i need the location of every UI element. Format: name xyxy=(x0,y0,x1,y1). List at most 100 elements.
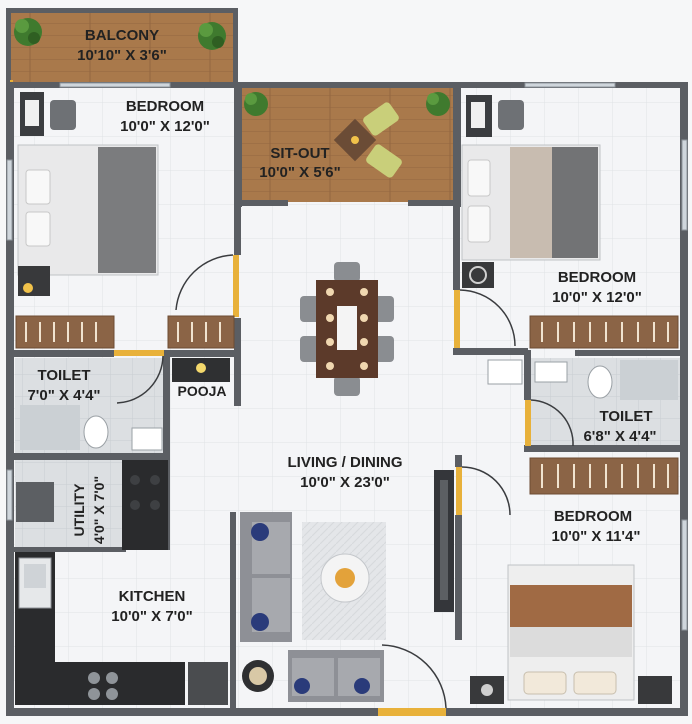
plant-icon xyxy=(14,18,42,46)
lamp-icon xyxy=(481,684,493,696)
living-name: LIVING / DINING xyxy=(287,454,402,471)
bedroom-2-size: 10'0" X 12'0" xyxy=(552,289,642,306)
toilet-2-name: TOILET xyxy=(599,408,652,425)
wall xyxy=(575,350,680,356)
bed-cover xyxy=(510,585,632,627)
cushion xyxy=(251,613,269,631)
side-lamp-top xyxy=(249,667,267,685)
door-frame xyxy=(454,290,460,348)
wall xyxy=(6,8,11,88)
washing-machine xyxy=(16,482,54,522)
wall xyxy=(240,200,288,206)
wall xyxy=(234,205,241,255)
plant-icon xyxy=(426,92,450,116)
pillow xyxy=(25,169,51,205)
side-table xyxy=(638,676,672,704)
desk-monitor xyxy=(471,102,485,128)
pillow xyxy=(467,159,491,197)
flower-vase-icon xyxy=(335,568,355,588)
wall xyxy=(6,82,688,88)
kitchen-shelf xyxy=(188,662,228,705)
living-size: 10'0" X 23'0" xyxy=(300,474,390,491)
bed-cover xyxy=(552,147,598,258)
tv-unit-shelf xyxy=(440,480,448,600)
side-table xyxy=(18,266,50,296)
pillow xyxy=(523,671,567,695)
chair xyxy=(498,100,524,130)
window xyxy=(6,159,13,241)
desk-monitor xyxy=(25,100,39,126)
wall xyxy=(524,350,531,400)
bedroom-3-size: 10'0" X 11'4" xyxy=(552,528,641,545)
toilet-1-name: TOILET xyxy=(37,367,90,384)
window xyxy=(681,519,688,631)
doors xyxy=(10,80,574,716)
wall xyxy=(524,445,680,452)
pooja-lamp-icon xyxy=(196,363,206,373)
side-table xyxy=(462,262,494,288)
wall xyxy=(453,205,460,290)
lamp-icon xyxy=(23,283,33,293)
door-frame xyxy=(456,467,462,515)
door-swing xyxy=(381,644,447,709)
kitchen-name: KITCHEN xyxy=(119,588,186,605)
wall xyxy=(455,455,462,467)
wall xyxy=(165,350,237,357)
cushion xyxy=(354,678,370,694)
utility-size: 4'0" X 7'0" xyxy=(91,476,107,544)
windows xyxy=(6,82,688,631)
wall xyxy=(680,82,688,712)
door-swing xyxy=(116,355,164,404)
pooja-name: POOJA xyxy=(177,383,226,399)
window xyxy=(59,82,171,88)
pillow xyxy=(467,205,491,243)
wall xyxy=(455,515,462,640)
plant-icon xyxy=(198,22,226,50)
window xyxy=(681,139,688,231)
wardrobe xyxy=(529,457,679,495)
toilet-2-size: 6'8" X 4'4" xyxy=(583,428,656,445)
wall xyxy=(234,318,241,406)
stove-icon xyxy=(88,672,118,700)
wall xyxy=(453,348,528,355)
wardrobe xyxy=(529,315,679,349)
door-swing xyxy=(175,254,234,311)
wall xyxy=(6,708,688,716)
utility-name: UTILITY xyxy=(71,483,87,537)
wash-basin xyxy=(534,361,568,383)
wall xyxy=(14,350,114,357)
bedroom-1-size: 10'0" X 12'0" xyxy=(120,118,210,135)
bedroom-2-name: BEDROOM xyxy=(558,269,636,286)
balcony-name: BALCONY xyxy=(85,27,159,44)
sit-out-size: 10'0" X 5'6" xyxy=(259,164,340,181)
door-frame xyxy=(378,708,446,716)
window xyxy=(524,82,616,88)
wc-icon xyxy=(587,365,613,399)
utility-counter xyxy=(122,460,168,550)
cushion xyxy=(294,678,310,694)
bedroom-3-name: BEDROOM xyxy=(554,508,632,525)
wall xyxy=(6,82,14,712)
wall xyxy=(163,350,170,550)
pillow xyxy=(25,211,51,247)
wall xyxy=(453,82,461,207)
plant-icon xyxy=(244,92,268,116)
balcony-floor xyxy=(10,12,234,82)
wall xyxy=(230,512,236,712)
wardrobe xyxy=(15,315,115,349)
bedroom-1-name: BEDROOM xyxy=(126,98,204,115)
sit-out-chairs xyxy=(333,102,402,178)
kitchen-size: 10'0" X 7'0" xyxy=(111,608,192,625)
chair xyxy=(50,100,76,130)
bed-cover xyxy=(98,147,156,273)
wash-basin xyxy=(131,427,163,451)
door-frame xyxy=(114,350,164,356)
kitchen-counter-bottom xyxy=(55,662,185,705)
room-labels: BALCONY 10'10" X 3'6" BEDROOM 10'0" X 12… xyxy=(27,27,656,625)
door-frame xyxy=(525,400,531,446)
shower-area xyxy=(620,360,678,400)
furniture xyxy=(14,18,679,705)
walls xyxy=(6,8,688,716)
cushion xyxy=(251,523,269,541)
door-frame xyxy=(233,255,239,317)
